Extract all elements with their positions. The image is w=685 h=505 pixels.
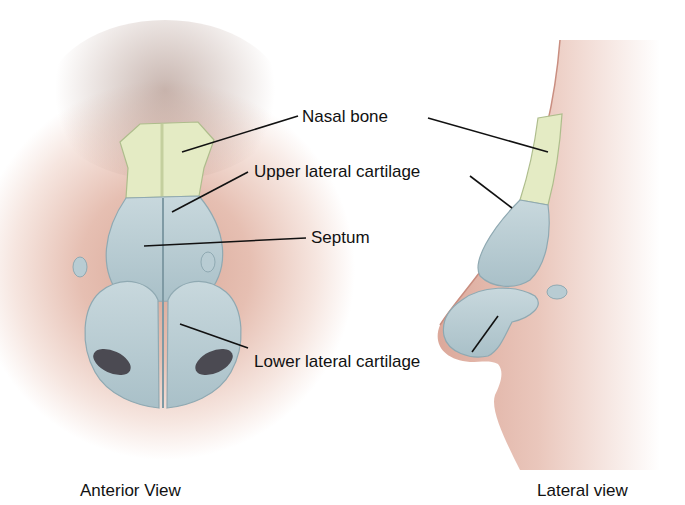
nasal-bone bbox=[120, 122, 214, 198]
lower-lateral-cartilage bbox=[85, 282, 159, 408]
nasal-bone bbox=[520, 114, 562, 205]
part-label: Septum bbox=[311, 228, 370, 248]
part-label: Nasal bone bbox=[302, 107, 388, 127]
leader-line bbox=[180, 324, 248, 348]
nostril bbox=[191, 344, 237, 381]
view-caption: Anterior View bbox=[80, 481, 181, 501]
nasal-bone-suture bbox=[161, 124, 164, 198]
face-profile bbox=[438, 40, 685, 470]
face-skin bbox=[0, 20, 355, 505]
lower-lateral-cartilage bbox=[167, 282, 241, 408]
leader-line bbox=[144, 238, 306, 246]
part-label: Lower lateral cartilage bbox=[254, 352, 420, 372]
nostril bbox=[89, 344, 135, 381]
leader-line bbox=[172, 172, 248, 212]
view-caption: Lateral view bbox=[537, 481, 628, 501]
sesamoid-cartilage bbox=[201, 252, 215, 272]
sesamoid-cartilage bbox=[73, 257, 87, 277]
leader-line bbox=[470, 176, 512, 208]
lower-lateral-cartilage bbox=[443, 288, 538, 357]
leader-line bbox=[182, 116, 298, 152]
leader-line bbox=[472, 316, 498, 352]
sesamoid-cartilage bbox=[547, 285, 567, 299]
septum bbox=[162, 198, 164, 408]
leader-line bbox=[428, 118, 548, 152]
upper-lateral-cartilage bbox=[478, 200, 549, 286]
part-label: Upper lateral cartilage bbox=[254, 162, 420, 182]
